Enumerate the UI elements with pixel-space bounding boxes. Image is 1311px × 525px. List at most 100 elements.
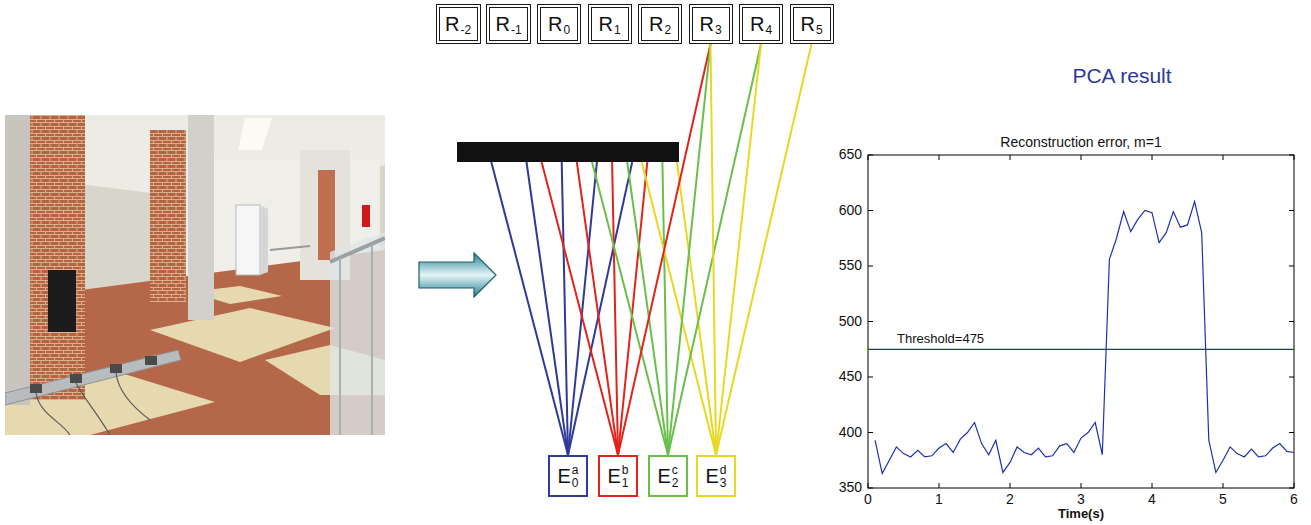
hallway-photo-part [5,350,181,405]
symbol-letter: R [800,14,814,34]
axis-tick: 500 [839,314,862,329]
symbol-letter: R [750,14,764,34]
reflection-rays-part [491,162,632,455]
data-line [875,202,1294,474]
symbol-letter: R [548,14,562,34]
symbol-letter: R [445,14,459,34]
chart-title: Reconstruction error, m=1 [1000,135,1161,150]
hallway-photo-part [339,258,341,435]
reflection-rays-part-part [662,162,668,455]
axis-tick: 650 [839,147,862,162]
reflection-rays-part-part [577,162,618,455]
hallway-photo-part [48,270,76,332]
reflection-rays-part-part [627,162,668,455]
reflection-rays-part [542,162,648,455]
hallway-photo-part [238,118,272,150]
script-stack: -1 [511,24,522,37]
emitter-box: Ea0 [548,455,588,497]
line-chart [868,155,1294,488]
script-stack: b1 [622,464,629,489]
threshold-label: Threshold=475 [897,332,984,346]
hallway-photo-part [330,232,385,435]
axis-title: Time(s) [1058,507,1104,521]
emitter-box: Ec2 [648,455,688,497]
script-stack: 0 [563,24,570,37]
block-arrow [419,253,496,297]
script-stack: 5 [816,24,823,37]
hallway-photo-part [270,246,310,250]
hallway-photo-part [150,130,186,302]
hallway-photo-part [188,115,214,320]
hallway-photo-part [110,364,122,373]
axis-tick: 600 [839,203,862,218]
line-chart-part-part [868,483,1294,488]
axis-tick: 0 [864,492,872,507]
axis-tick: 400 [839,425,862,440]
hallway-photo [5,115,385,435]
hallway-photo-part [5,115,30,405]
hallway-photo-part [145,356,157,365]
reflection-rays-part-part [527,162,569,455]
symbol-letter: R [649,14,663,34]
script-stack: 2 [664,24,671,37]
subscript: 3 [720,477,727,490]
script-stack: c2 [672,464,679,489]
hallway-photo-part [260,205,268,275]
symbol-letter: R [699,14,713,34]
axis-tick: 2 [1006,492,1014,507]
script-stack: 3 [715,24,722,37]
hallway-photo-part [362,205,370,227]
ray-line [618,44,711,455]
emitter-box: Ed3 [696,455,736,497]
emitter-box: Eb1 [598,455,638,497]
hallway-photo-part [36,373,150,435]
line-chart-part-part [868,155,1294,160]
script-stack: d3 [720,464,727,489]
subscript: 2 [664,24,671,37]
superscript: b [622,464,629,477]
reflection-rays-part-part [491,162,568,455]
receiver-box: R2 [638,4,682,44]
symbol-letter: E [607,466,620,486]
symbol-letter: E [705,466,718,486]
subscript: 1 [622,477,629,490]
line-chart-part-part [868,155,873,488]
line-chart-part-part [1289,155,1294,488]
obstacle-bar [457,142,679,162]
subscript: 2 [672,477,679,490]
receiver-box: R-1 [486,4,531,44]
axis-tick: 350 [839,480,862,495]
hallway-photo-part [30,384,42,393]
line-chart-part [868,155,1294,488]
script-stack: 1 [614,24,621,37]
ray-line [711,44,717,455]
connector-group [618,44,812,455]
subscript: 0 [572,477,579,490]
subscript: -2 [460,24,471,37]
axis-tick: 3 [1077,492,1085,507]
script-stack: -2 [460,24,471,37]
superscript: a [572,464,579,477]
hallway-photo-part [330,238,385,262]
superscript: c [672,464,679,477]
hallway-photo-part [236,205,260,275]
reflection-rays-part-part [612,162,618,455]
hallway-photo-part [318,170,335,260]
subscript: 5 [816,24,823,37]
receiver-box: R3 [689,4,733,44]
receiver-box: R5 [790,4,834,44]
receiver-box: R4 [739,4,783,44]
script-stack: 4 [765,24,772,37]
axis-tick: 6 [1290,492,1298,507]
symbol-letter: E [557,466,570,486]
subscript: 3 [715,24,722,37]
script-stack: a0 [572,464,579,489]
block-arrow-part [419,253,496,297]
section-title: PCA result [1072,64,1171,87]
receiver-box: R-2 [436,4,481,44]
hallway-photo-part [371,245,373,435]
superscript: d [720,464,727,477]
axis-tick: 4 [1148,492,1156,507]
hallway-photo-part [70,374,82,383]
symbol-letter: R [598,14,612,34]
